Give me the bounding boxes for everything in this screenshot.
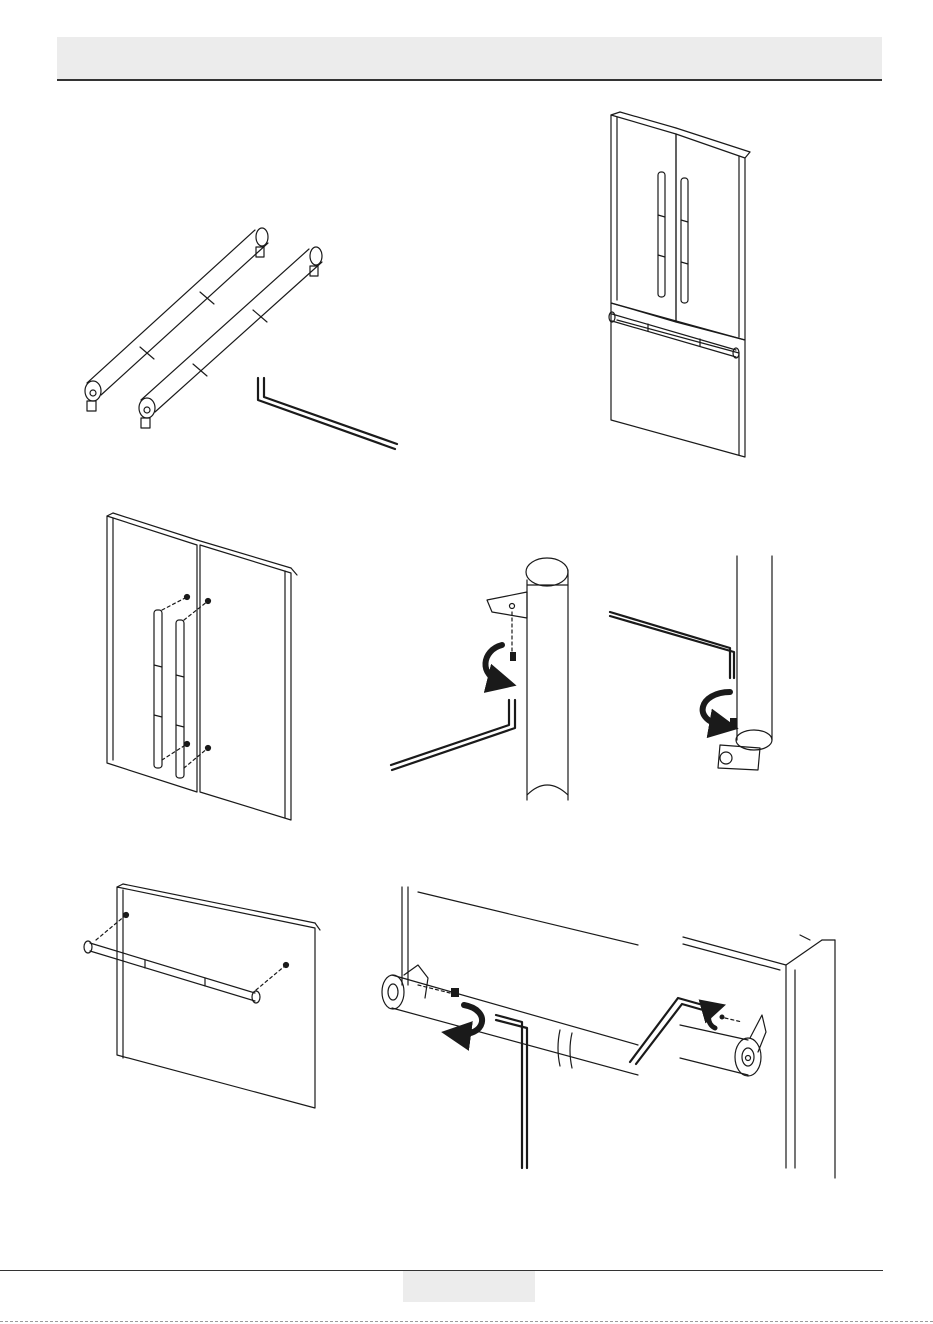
hex-key-icon xyxy=(630,998,710,1064)
handle-bottom-screw-illustration xyxy=(610,556,772,770)
fridge-with-handles-illustration xyxy=(609,112,750,457)
drawer-handle-mounting-illustration xyxy=(84,884,320,1108)
mounting-point-icon xyxy=(124,913,289,968)
drawer-handle-screw-illustration xyxy=(382,887,835,1178)
rotate-arrow-icon xyxy=(703,692,730,726)
hex-key-icon xyxy=(258,378,397,449)
installation-illustrations xyxy=(0,0,933,1270)
handle-bar-icon xyxy=(139,247,322,428)
bottom-dashed-edge xyxy=(0,1321,933,1322)
door-handle-icon xyxy=(176,620,184,778)
drawer-handle-icon xyxy=(84,941,260,1003)
handle-bar-icon xyxy=(85,228,268,411)
handle-top-screw-illustration xyxy=(391,558,568,800)
door-handle-icon xyxy=(154,610,162,768)
rotate-arrow-icon xyxy=(485,645,502,682)
door-handle-mounting-illustration xyxy=(107,513,297,820)
rotate-arrow-icon xyxy=(456,1005,482,1034)
page-number-tab xyxy=(403,1271,535,1302)
hex-key-icon xyxy=(610,612,734,678)
door-handle-icon xyxy=(681,178,688,303)
handle-kit-parts-illustration xyxy=(85,228,397,449)
hex-key-icon xyxy=(391,700,515,770)
door-handle-icon xyxy=(658,172,665,297)
